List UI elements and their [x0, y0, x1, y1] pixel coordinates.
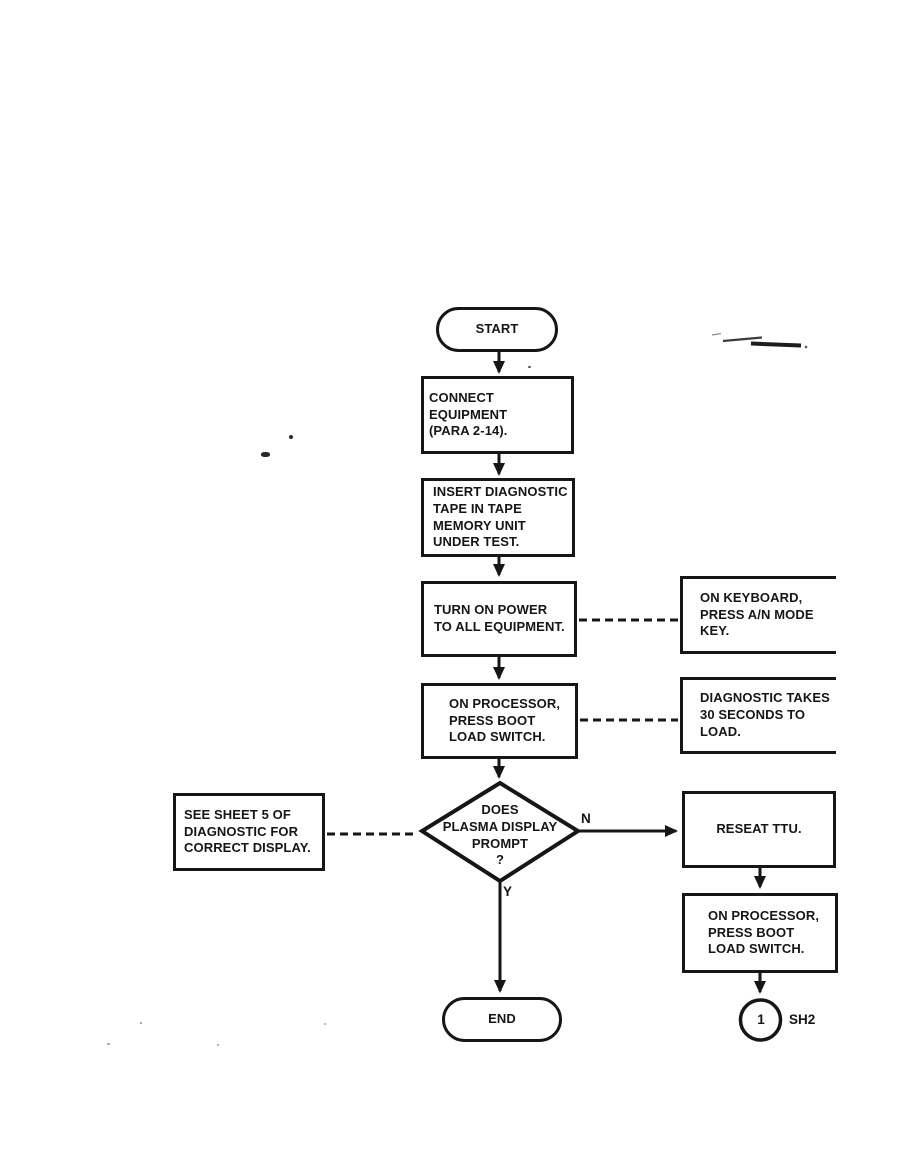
branch-label-yes: Y	[503, 884, 513, 899]
scan-smudge	[711, 332, 808, 349]
start-terminal: START	[436, 307, 558, 352]
process-connect-equipment: CONNECT EQUIPMENT (PARA 2-14).	[421, 376, 574, 454]
annotation-diagnostic-load-time: DIAGNOSTIC TAKES 30 SECONDS TO LOAD.	[680, 677, 836, 754]
process-reseat-ttu: RESEAT TTU.	[682, 791, 836, 868]
scan-speck	[217, 1044, 219, 1046]
scan-speck	[289, 435, 293, 439]
offpage-connector-sheet-ref: SH2	[789, 1012, 816, 1027]
process-turn-on-power: TURN ON POWER TO ALL EQUIPMENT.	[421, 581, 577, 657]
annotation-see-sheet-5: SEE SHEET 5 OF DIAGNOSTIC FOR CORRECT DI…	[173, 793, 325, 871]
end-terminal: END	[442, 997, 562, 1042]
branch-label-no: N	[581, 811, 591, 826]
offpage-connector-shape	[738, 998, 783, 1042]
annotation-on-keyboard: ON KEYBOARD, PRESS A/N MODE KEY.	[680, 576, 836, 654]
scan-speck	[528, 366, 531, 368]
process-press-boot-load: ON PROCESSOR, PRESS BOOT LOAD SWITCH.	[421, 683, 578, 759]
scan-speck	[261, 452, 270, 457]
process-insert-diagnostic-tape: INSERT DIAGNOSTIC TAPE IN TAPE MEMORY UN…	[421, 478, 575, 557]
decision-plasma-display-prompt: DOES PLASMA DISPLAY PROMPT ?	[442, 801, 558, 868]
decision-diamond-shape	[418, 780, 582, 884]
scan-speck	[324, 1023, 326, 1025]
scan-speck	[107, 1043, 110, 1045]
offpage-connector-number: 1	[757, 1012, 765, 1028]
scan-speck	[140, 1022, 142, 1024]
process-press-boot-load-2: ON PROCESSOR, PRESS BOOT LOAD SWITCH.	[682, 893, 838, 973]
